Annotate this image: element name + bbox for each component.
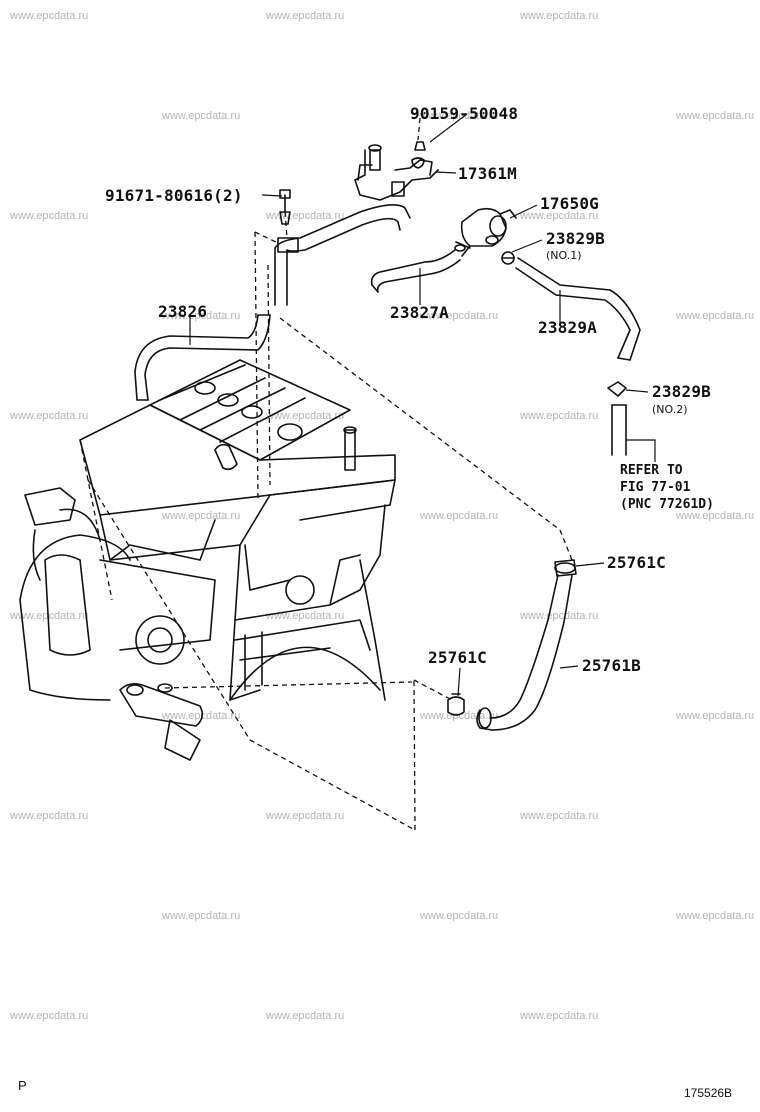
- bracket-17361m: [354, 141, 439, 201]
- reference-note[interactable]: REFER TO FIG 77-01 (PNC 77261D): [620, 462, 714, 513]
- label-91671-80616[interactable]: 91671-80616(2): [105, 186, 243, 205]
- clip-23829b-no1: [501, 251, 515, 265]
- engine-block: [19, 359, 396, 761]
- watermark-text: www.epcdata.ru: [10, 210, 89, 222]
- watermark-text: www.epcdata.ru: [520, 10, 599, 22]
- watermark-text: www.epcdata.ru: [420, 910, 499, 922]
- watermark-text: www.epcdata.ru: [266, 1010, 345, 1022]
- watermark-text: www.epcdata.ru: [676, 510, 755, 522]
- watermark-text: www.epcdata.ru: [420, 510, 499, 522]
- hose-23827a: [370, 249, 461, 293]
- watermark-text: www.epcdata.ru: [676, 710, 755, 722]
- note-no2: (NO.2): [652, 403, 688, 416]
- watermark-text: www.epcdata.ru: [10, 810, 89, 822]
- label-23827a[interactable]: 23827A: [390, 303, 449, 322]
- watermark-text: www.epcdata.ru: [266, 410, 345, 422]
- pipe-assembly: [274, 189, 411, 306]
- clamp-25761c-left: [447, 693, 465, 716]
- reference-line-3: (PNC 77261D): [620, 497, 714, 512]
- watermark-text: www.epcdata.ru: [266, 10, 345, 22]
- watermark-text: www.epcdata.ru: [266, 810, 345, 822]
- reference-line-2: FIG 77-01: [620, 480, 691, 495]
- hose-23826: [134, 314, 271, 401]
- watermark-text: www.epcdata.ru: [520, 410, 599, 422]
- valve-17650g: [454, 207, 517, 257]
- figure-id: 175526B: [684, 1086, 733, 1100]
- watermark-text: www.epcdata.ru: [520, 210, 599, 222]
- watermark-text: www.epcdata.ru: [162, 510, 241, 522]
- watermark-text: www.epcdata.ru: [420, 310, 499, 322]
- label-23829b-no1[interactable]: 23829B: [546, 229, 605, 248]
- watermark-text: www.epcdata.ru: [676, 910, 755, 922]
- leader-lines: [189, 113, 656, 697]
- watermark-text: www.epcdata.ru: [10, 10, 89, 22]
- watermark-text: www.epcdata.ru: [162, 910, 241, 922]
- watermark-text: www.epcdata.ru: [520, 1010, 599, 1022]
- label-25761c-left[interactable]: 25761C: [428, 648, 487, 667]
- label-17361m[interactable]: 17361M: [458, 164, 517, 183]
- watermark-text: www.epcdata.ru: [10, 610, 89, 622]
- watermark-text: www.epcdata.ru: [10, 1010, 89, 1022]
- watermark-text: www.epcdata.ru: [266, 610, 345, 622]
- hose-ref-stub: [611, 404, 627, 456]
- watermark-text: www.epcdata.ru: [520, 810, 599, 822]
- reference-line-1: REFER TO: [620, 463, 683, 478]
- label-23829b-no2[interactable]: 23829B: [652, 382, 711, 401]
- footer-mark: P: [18, 1078, 27, 1093]
- label-90159-50048[interactable]: 90159-50048: [410, 104, 519, 123]
- label-25761c-right[interactable]: 25761C: [607, 553, 666, 572]
- watermark-text: www.epcdata.ru: [10, 410, 89, 422]
- watermark-text: www.epcdata.ru: [162, 110, 241, 122]
- watermark-text: www.epcdata.ru: [420, 110, 499, 122]
- hose-23829a: [515, 257, 641, 361]
- watermark-text: www.epcdata.ru: [162, 710, 241, 722]
- watermark-text: www.epcdata.ru: [676, 310, 755, 322]
- label-23826[interactable]: 23826: [158, 302, 208, 321]
- watermark-text: www.epcdata.ru: [162, 310, 241, 322]
- label-17650g[interactable]: 17650G: [540, 194, 599, 213]
- watermark-text: www.epcdata.ru: [520, 610, 599, 622]
- hose-25761b: [476, 574, 573, 731]
- clamp-25761c-right: [554, 559, 577, 577]
- label-25761b[interactable]: 25761B: [582, 656, 641, 675]
- label-23829a[interactable]: 23829A: [538, 318, 597, 337]
- clip-23829b-no2: [607, 381, 627, 397]
- dashed-guides: [79, 117, 573, 831]
- note-no1: (NO.1): [546, 249, 582, 262]
- watermark-text: www.epcdata.ru: [676, 110, 755, 122]
